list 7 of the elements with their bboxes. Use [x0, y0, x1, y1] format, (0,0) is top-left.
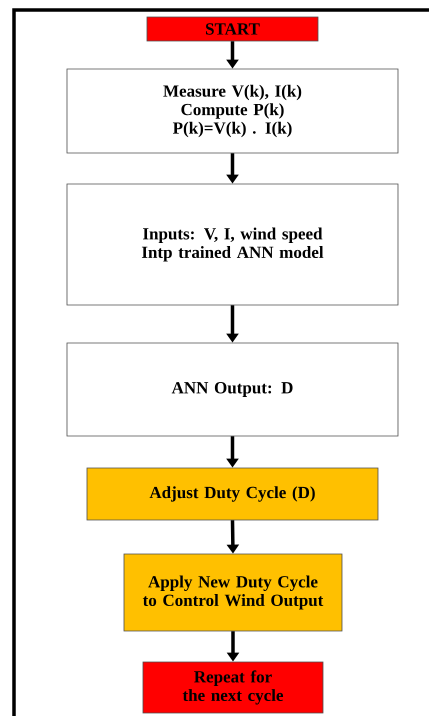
process-box: Measure V(k), I(k) Compute P(k) P(k)=V(k) . I(k): [66, 68, 398, 154]
process-box: Apply New Duty Cycle to Control Wind Output: [124, 554, 342, 632]
terminal-box: Repeat for the next cycle: [142, 662, 324, 714]
process-box: Adjust Duty Cycle (D): [86, 468, 378, 520]
terminal-box: START: [146, 16, 318, 42]
process-box: ANN Output: D: [66, 342, 398, 436]
process-box: Inputs: V, I, wind speed Intp trained ANN model: [66, 184, 398, 306]
